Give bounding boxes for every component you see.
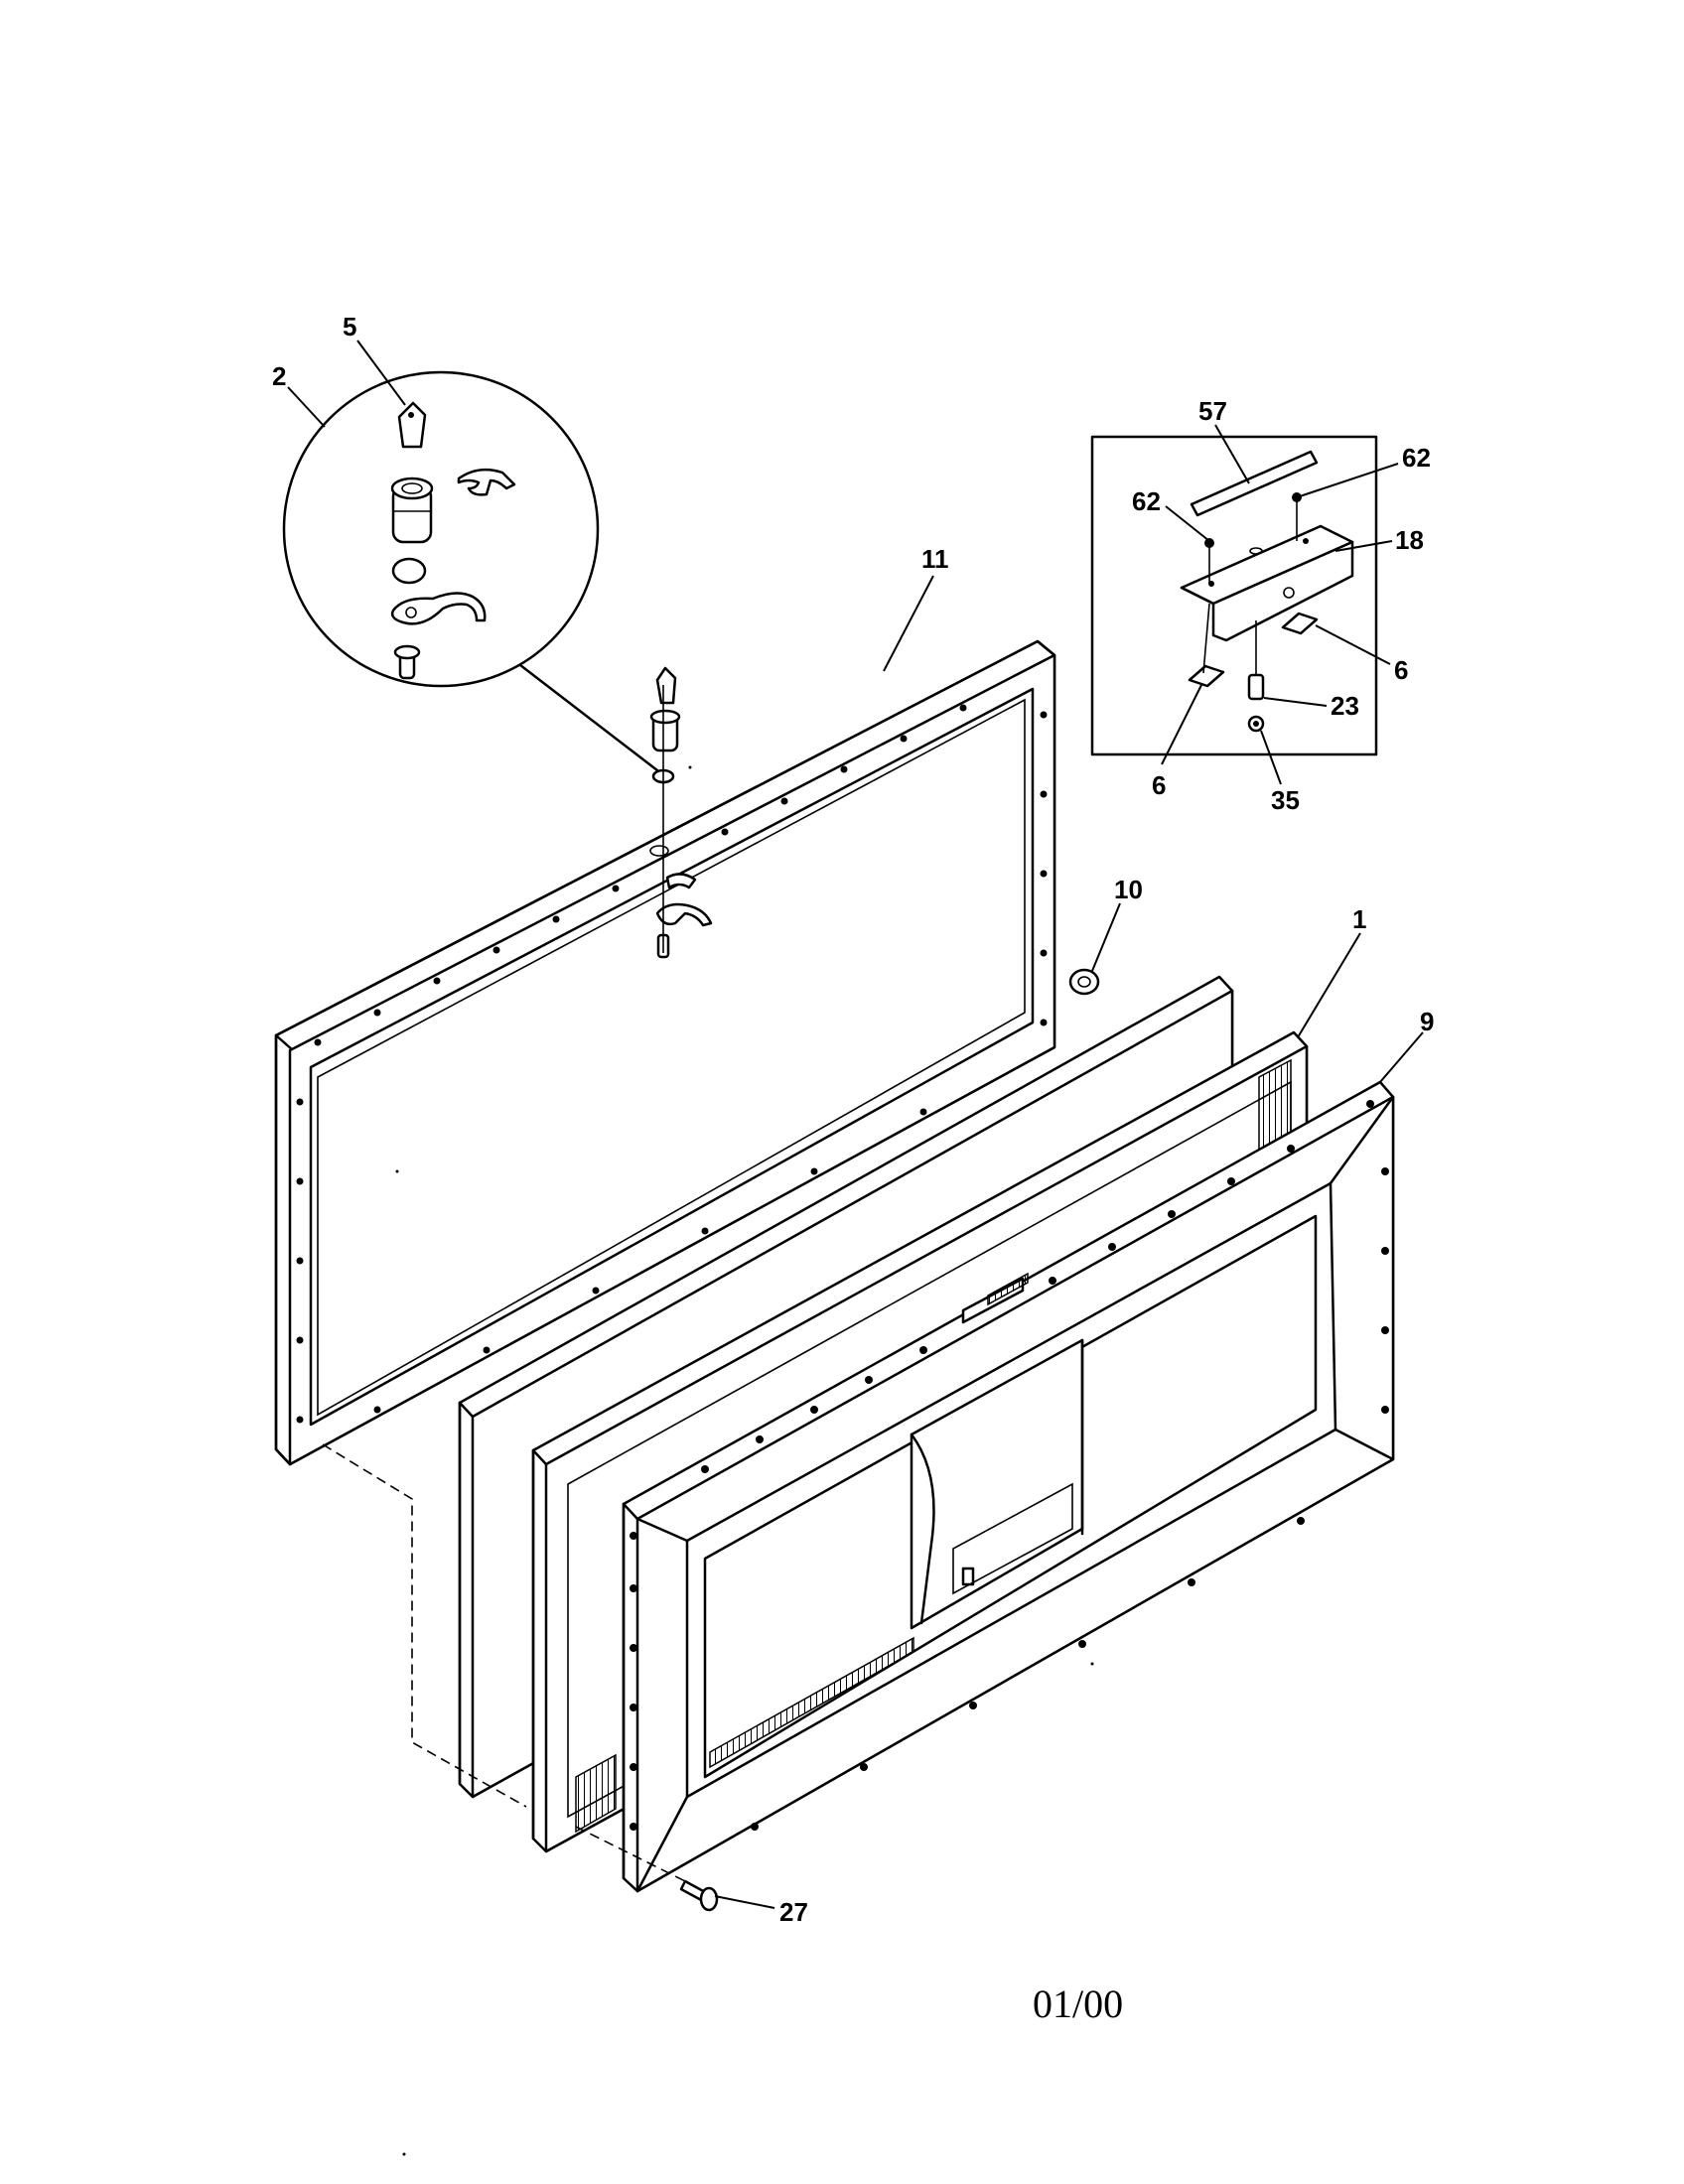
handle-detail-box xyxy=(1090,435,1378,756)
callout-18: 18 xyxy=(1395,525,1424,555)
callout-62-right: 62 xyxy=(1402,443,1431,473)
callout-11: 11 xyxy=(921,544,949,574)
callout-1: 1 xyxy=(1352,904,1366,934)
callout-5: 5 xyxy=(343,312,356,341)
lock-assembly xyxy=(649,666,713,959)
callout-leaders xyxy=(287,340,1424,1909)
callout-2: 2 xyxy=(272,361,286,391)
gasket-frame xyxy=(274,639,1056,1466)
callout-10: 10 xyxy=(1114,875,1143,904)
callout-9: 9 xyxy=(1420,1007,1434,1036)
screw xyxy=(679,1879,719,1912)
panel-holes xyxy=(630,1100,1389,1831)
callout-6-left: 6 xyxy=(1152,770,1166,800)
revision-date-code: 01/00 xyxy=(1033,1981,1124,2026)
assembly-lines xyxy=(322,1443,686,1882)
callout-62-left: 62 xyxy=(1132,486,1161,516)
callout-6-right: 6 xyxy=(1394,655,1408,685)
outer-door-panel xyxy=(622,1080,1395,1893)
gasket-holes xyxy=(296,704,1048,1424)
lock-detail-circle xyxy=(282,370,659,772)
callout-35: 35 xyxy=(1271,785,1300,815)
bumper xyxy=(1068,968,1100,996)
callout-23: 23 xyxy=(1331,691,1359,721)
callout-27: 27 xyxy=(779,1897,808,1927)
callout-57: 57 xyxy=(1198,396,1227,426)
